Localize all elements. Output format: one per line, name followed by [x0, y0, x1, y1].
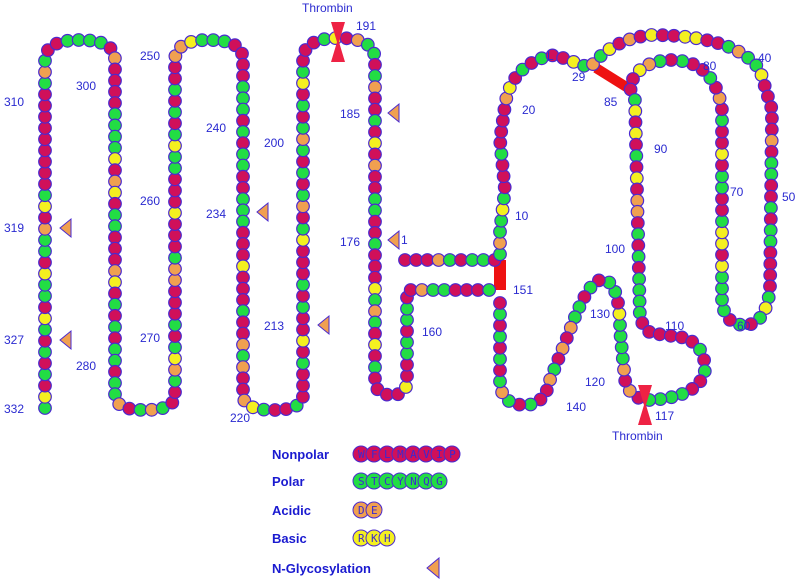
glycosylation-icon	[317, 314, 330, 336]
residue-number: 117	[655, 409, 675, 423]
legend-acidic-letters: DE	[358, 504, 384, 517]
residue-number: 151	[513, 283, 534, 297]
residue-number: 50	[782, 190, 796, 204]
residue-number: 160	[422, 325, 443, 339]
legend-swatch	[443, 445, 461, 463]
residue-number: 270	[140, 331, 161, 345]
residue-number: 185	[340, 107, 361, 121]
residue-number: 310	[4, 95, 25, 109]
residue-number: 220	[230, 411, 251, 425]
legend-nonpolar-letters: WFLMAVIP	[358, 448, 462, 461]
legend-polar-label: Polar	[272, 474, 305, 489]
legend-acidic-label: Acidic	[272, 503, 312, 518]
residue-number: 234	[206, 207, 227, 221]
legend-swatch	[365, 501, 383, 519]
residue-number: 1	[401, 233, 408, 247]
legend-swatch	[430, 472, 448, 490]
legend-nonpolar-label: Nonpolar	[272, 447, 330, 462]
legend-nonpolar-swatches: WFLMAVIP	[352, 445, 462, 463]
residue	[482, 283, 497, 297]
residue	[206, 33, 221, 47]
glycosylation-icon	[387, 229, 400, 251]
glycosylation-icon	[59, 329, 72, 351]
residue	[493, 296, 507, 310]
residue	[339, 31, 354, 46]
residue-number: 332	[4, 402, 25, 416]
thrombin-cleavage-icon	[331, 22, 345, 62]
legend-acidic-swatches: DE	[352, 501, 384, 519]
residue-number: 140	[566, 400, 587, 414]
residue	[689, 31, 704, 46]
residue-number: 85	[604, 95, 618, 109]
residue-number: 250	[140, 49, 161, 63]
residue	[82, 33, 97, 48]
legend-swatch	[378, 529, 396, 547]
residue-number: 327	[4, 333, 25, 347]
residue-number: 20	[522, 103, 536, 117]
residue-number: 176	[340, 235, 361, 249]
residue-number: 90	[654, 142, 668, 156]
residue	[664, 390, 679, 405]
legend-polar-swatches: STCYNQG	[352, 472, 449, 490]
residue-number: 130	[590, 307, 611, 321]
residue-number: 29	[572, 70, 586, 84]
thrombin-label-bottom: Thrombin	[612, 429, 663, 443]
disulfide-bond	[593, 63, 631, 93]
residue-number: 191	[356, 19, 377, 33]
residue-number: 10	[515, 209, 529, 223]
residue-number: 200	[264, 136, 285, 150]
residue-number: 319	[4, 221, 25, 235]
residue-number: 40	[758, 51, 772, 65]
residue-number: 240	[206, 121, 227, 135]
residue-number: 100	[605, 242, 626, 256]
glycosylation-icon	[426, 557, 440, 579]
residue-number: 110	[665, 319, 685, 333]
residue	[715, 102, 729, 117]
residue-number: 60	[737, 319, 751, 333]
residue-number: 260	[140, 194, 161, 208]
residue-number: 280	[76, 359, 97, 373]
legend-basic-label: Basic	[272, 531, 307, 546]
legend-basic-letters: RKH	[358, 532, 397, 545]
residue	[731, 44, 746, 59]
residue-number: 213	[264, 319, 285, 333]
glycosylation-icon	[59, 217, 72, 239]
residue-number: 300	[76, 79, 97, 93]
glycosylation-icon	[387, 102, 400, 124]
thrombin-cleavage-icon	[638, 385, 652, 425]
legend-basic-swatches: RKH	[352, 529, 397, 547]
legend-polar-letters: STCYNQG	[358, 475, 449, 488]
residue-number: 80	[703, 59, 717, 73]
thrombin-label-top: Thrombin	[302, 1, 353, 15]
residue	[495, 202, 510, 217]
glycosylation-icon	[256, 201, 269, 223]
legend-glycosylation-label: N-Glycosylation	[272, 561, 371, 576]
residue-letter-l: L	[547, 49, 554, 63]
residue-number: 70	[730, 185, 744, 199]
residue-number: 120	[585, 375, 606, 389]
